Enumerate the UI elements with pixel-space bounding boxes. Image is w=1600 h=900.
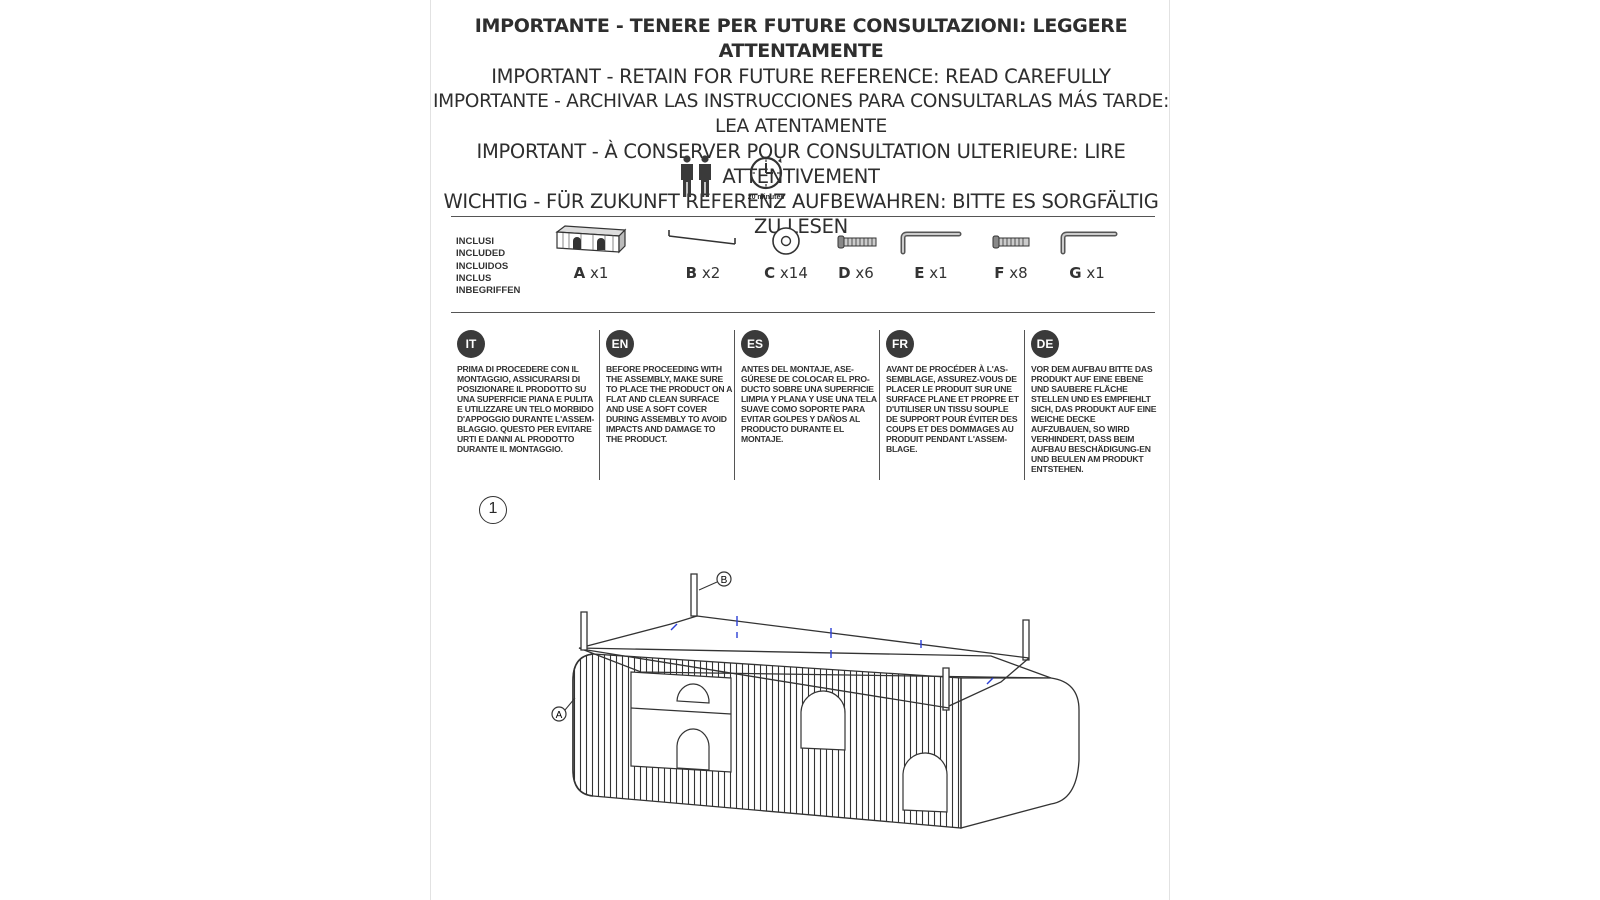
screw-markers xyxy=(670,616,994,685)
clock-icon: 20 minutes xyxy=(741,155,791,201)
header-line-fr: IMPORTANT - À CONSERVER POUR CONSULTATIO… xyxy=(476,140,1126,188)
included-label: INCLUSI INCLUDED INCLUIDOS INCLUS INBEGR… xyxy=(456,236,521,297)
lang-text-it: PRIMA DI PROCEDERE CON IL MONTAGGIO, ASS… xyxy=(457,364,595,454)
header-line-en: IMPORTANT - RETAIN FOR FUTURE REFERENCE:… xyxy=(491,65,1111,88)
lang-text-en: BEFORE PROCEEDING WITH THE ASSEMBLY, MAK… xyxy=(606,364,732,444)
lang-block-fr: FR AVANT DE PROCÉDER À L'AS-SEMBLAGE, AS… xyxy=(879,330,1022,480)
lang-block-en: EN BEFORE PROCEEDING WITH THE ASSEMBLY, … xyxy=(599,330,732,480)
part-qty: x1 xyxy=(929,264,948,282)
lang-text-es: ANTES DEL MONTAJE, ASE-GÚRESE DE COLOCAR… xyxy=(741,364,877,444)
assembly-info: 20 minutes xyxy=(431,155,1171,205)
part-b: B x2 xyxy=(663,222,743,282)
divider-top xyxy=(451,216,1155,217)
header-line-es: IMPORTANTE - ARCHIVAR LAS INSTRUCCIONES … xyxy=(432,91,1170,137)
callout-a-label: A xyxy=(556,710,563,721)
leg-bracket-icon xyxy=(668,230,736,245)
warning-header: IMPORTANTE - TENERE PER FUTURE CONSULTAZ… xyxy=(431,14,1171,239)
step-number: 1 xyxy=(479,496,507,524)
assembly-diagram: A B xyxy=(531,560,1091,865)
lang-badge-es: ES xyxy=(741,330,769,358)
part-e: E x1 xyxy=(891,222,971,282)
part-d: D x6 xyxy=(816,222,896,282)
part-letter: C xyxy=(764,264,776,282)
part-letter: B xyxy=(685,264,698,282)
washer-icon xyxy=(772,227,800,255)
lang-badge-en: EN xyxy=(606,330,634,358)
screw-icon xyxy=(837,235,877,249)
header-line-it: IMPORTANTE - TENERE PER FUTURE CONSULTAZ… xyxy=(474,15,1128,62)
part-qty: x1 xyxy=(589,264,609,282)
part-a: A x1 xyxy=(551,222,631,282)
two-people-icon xyxy=(678,155,714,202)
part-letter: D xyxy=(838,264,851,282)
divider-bottom xyxy=(451,312,1155,313)
lang-badge-it: IT xyxy=(457,330,485,358)
part-f: F x8 xyxy=(971,222,1051,282)
part-qty: x14 xyxy=(779,264,808,282)
lang-badge-fr: FR xyxy=(886,330,914,358)
time-label: 20 minutes xyxy=(747,194,785,201)
parts-list: INCLUSI INCLUDED INCLUIDOS INCLUS INBEGR… xyxy=(431,222,1171,307)
callout-b xyxy=(716,571,732,587)
part-qty: x6 xyxy=(855,264,874,282)
part-qty: x1 xyxy=(1086,264,1105,282)
lang-text-de: VOR DEM AUFBAU BITTE DAS PRODUKT AUF EIN… xyxy=(1031,364,1157,474)
lang-block-es: ES ANTES DEL MONTAJE, ASE-GÚRESE DE COLO… xyxy=(734,330,877,480)
lang-text-fr: AVANT DE PROCÉDER À L'AS-SEMBLAGE, ASSUR… xyxy=(886,364,1019,454)
part-letter: E xyxy=(914,264,925,282)
lang-block-it: IT PRIMA DI PROCEDERE CON IL MONTAGGIO, … xyxy=(451,330,597,480)
language-instructions: IT PRIMA DI PROCEDERE CON IL MONTAGGIO, … xyxy=(451,330,1157,480)
part-qty: x2 xyxy=(701,264,721,282)
lang-badge-de: DE xyxy=(1031,330,1059,358)
allen-key-icon xyxy=(900,231,962,255)
part-letter: G xyxy=(1069,264,1082,282)
screw-icon xyxy=(992,235,1030,249)
cabinet-illustration: A B xyxy=(551,571,1080,829)
part-qty: x8 xyxy=(1009,264,1028,282)
callout-b-label: B xyxy=(721,575,728,586)
instruction-sheet: IMPORTANTE - TENERE PER FUTURE CONSULTAZ… xyxy=(430,0,1170,900)
lang-block-de: DE VOR DEM AUFBAU BITTE DAS PRODUKT AUF … xyxy=(1024,330,1157,480)
part-g: G x1 xyxy=(1047,222,1127,282)
callout-a xyxy=(551,706,567,722)
allen-key-icon xyxy=(1060,231,1118,255)
part-letter: F xyxy=(994,264,1005,282)
tv-cabinet-icon xyxy=(555,225,627,254)
part-c: C x14 xyxy=(746,222,826,282)
part-letter: A xyxy=(573,264,586,282)
